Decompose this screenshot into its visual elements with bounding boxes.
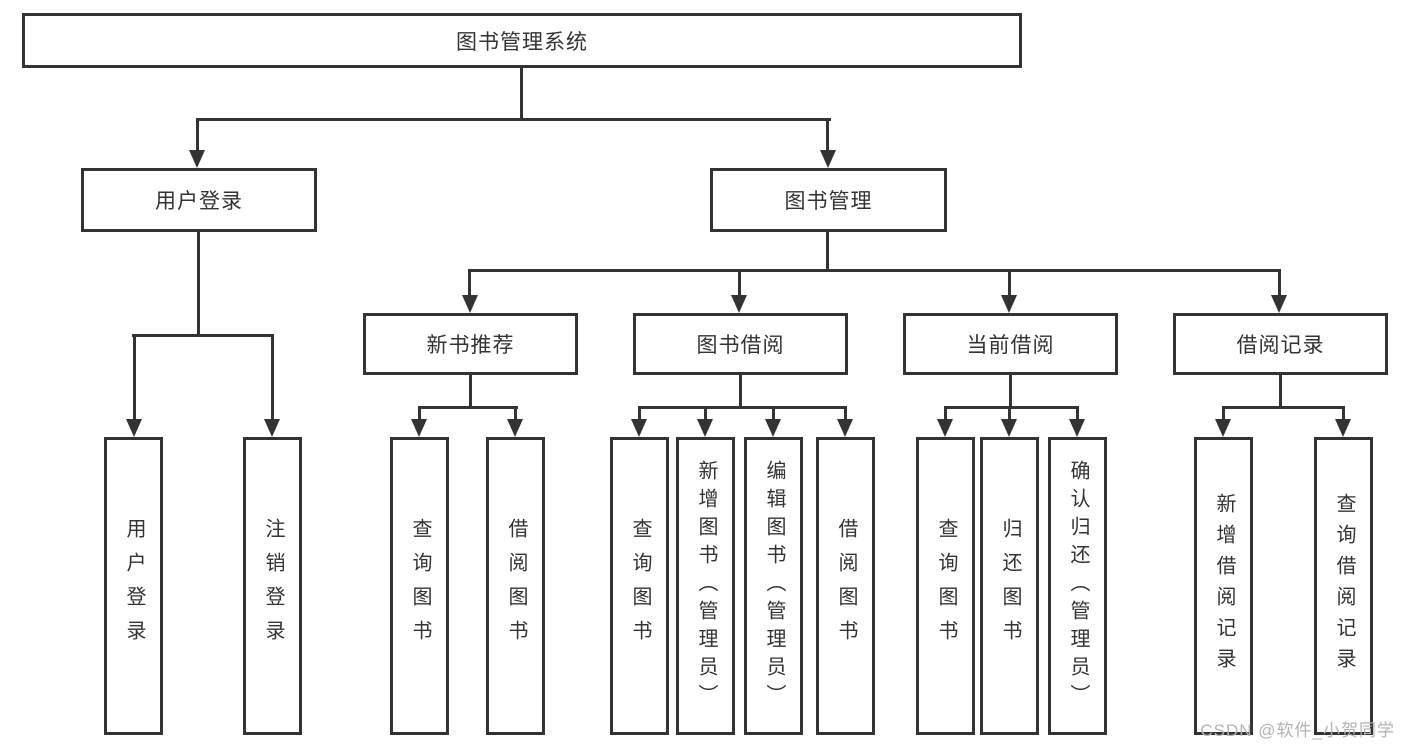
arrow-down-icon	[264, 419, 280, 437]
connector-vline	[944, 406, 947, 421]
leaf-edit-books-admin: 编辑图书（管理员）	[744, 437, 803, 735]
leaf-borrow-books-recommend: 借阅图书	[486, 437, 545, 735]
arrow-down-icon	[1335, 419, 1351, 437]
node-new-book-recommend: 新书推荐	[363, 313, 578, 375]
arrow-down-icon	[1271, 295, 1287, 313]
arrow-down-icon	[631, 419, 647, 437]
arrow-down-icon	[1215, 419, 1231, 437]
connector-vline	[704, 406, 707, 421]
arrow-down-icon	[1001, 419, 1017, 437]
connector-vline	[197, 232, 200, 335]
arrow-down-icon	[1069, 419, 1085, 437]
connector-vline	[1008, 269, 1011, 299]
connector-vline	[133, 334, 136, 421]
connector-hline	[132, 334, 274, 337]
arrow-down-icon	[731, 295, 747, 313]
arrow-down-icon	[820, 150, 836, 168]
arrow-down-icon	[765, 419, 781, 437]
connector-vline	[468, 269, 471, 299]
leaf-add-borrow-record: 新增借阅记录	[1194, 437, 1253, 735]
connector-vline	[1222, 406, 1225, 421]
node-borrowing-records: 借阅记录	[1173, 313, 1388, 375]
connector-vline	[1279, 375, 1282, 408]
connector-vline	[271, 334, 274, 421]
arrow-down-icon	[1001, 295, 1017, 313]
node-user-login: 用户登录	[81, 168, 317, 232]
connector-hline	[418, 406, 518, 409]
node-library-management-system: 图书管理系统	[22, 13, 1022, 68]
connector-vline	[1342, 406, 1345, 421]
leaf-logout: 注销登录	[243, 437, 302, 735]
arrow-down-icon	[507, 419, 523, 437]
connector-hline	[196, 118, 831, 121]
connector-vline	[1008, 406, 1011, 421]
connector-hline	[468, 269, 1280, 272]
connector-hline	[1222, 406, 1345, 409]
connector-vline	[1278, 269, 1281, 299]
connector-vline	[514, 406, 517, 421]
connector-hline	[944, 406, 1079, 409]
leaf-add-books-admin: 新增图书（管理员）	[676, 437, 735, 735]
arrow-down-icon	[937, 419, 953, 437]
leaf-user-login: 用户登录	[104, 437, 163, 735]
connector-vline	[418, 406, 421, 421]
connector-vline	[469, 375, 472, 408]
leaf-query-books-recommend: 查询图书	[390, 437, 449, 735]
connector-hline	[638, 406, 847, 409]
arrow-down-icon	[697, 419, 713, 437]
leaf-query-books-current: 查询图书	[916, 437, 975, 735]
node-book-borrowing: 图书借阅	[633, 313, 848, 375]
connector-vline	[1076, 406, 1079, 421]
arrow-down-icon	[411, 419, 427, 437]
arrow-down-icon	[837, 419, 853, 437]
leaf-borrow-books: 借阅图书	[816, 437, 875, 735]
connector-vline	[826, 118, 829, 152]
connector-vline	[520, 68, 523, 121]
connector-vline	[826, 232, 829, 271]
connector-vline	[772, 406, 775, 421]
connector-vline	[738, 269, 741, 299]
arrow-down-icon	[189, 150, 205, 168]
connector-vline	[844, 406, 847, 421]
arrow-down-icon	[462, 295, 478, 313]
connector-vline	[638, 406, 641, 421]
leaf-query-borrow-record: 查询借阅记录	[1314, 437, 1373, 735]
node-current-borrowing: 当前借阅	[903, 313, 1118, 375]
connector-vline	[1009, 375, 1012, 408]
leaf-query-books-borrowing: 查询图书	[610, 437, 669, 735]
connector-vline	[196, 118, 199, 152]
connector-vline	[739, 375, 742, 408]
csdn-watermark: CSDN @软件_小贺同学	[1200, 721, 1395, 740]
leaf-return-books: 归还图书	[980, 437, 1039, 735]
node-book-management: 图书管理	[710, 168, 947, 232]
arrow-down-icon	[126, 419, 142, 437]
leaf-confirm-return-admin: 确认归还（管理员）	[1048, 437, 1107, 735]
